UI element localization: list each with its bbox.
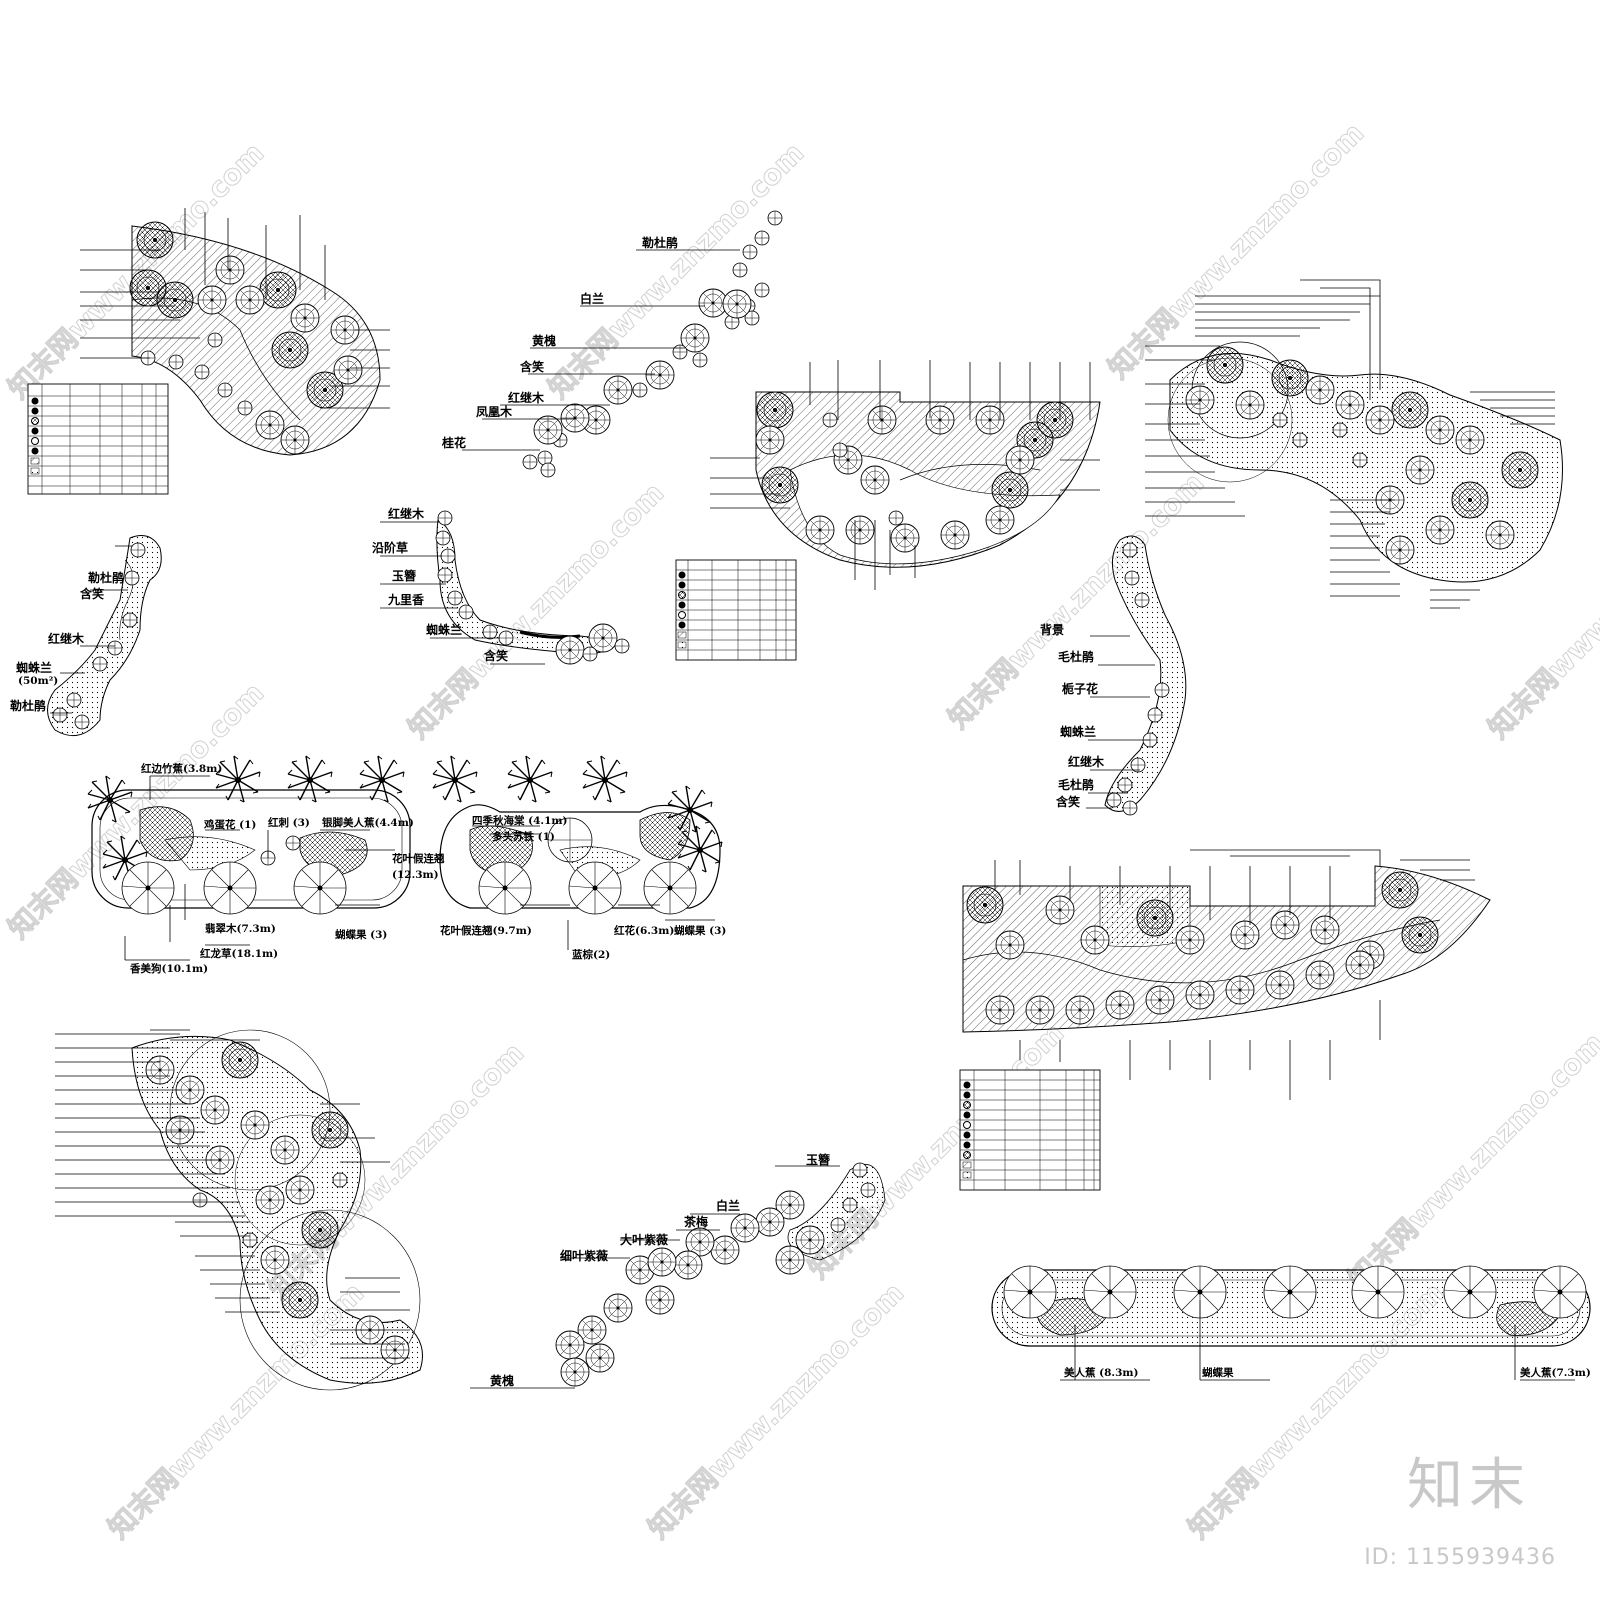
plan-h-palm-beds: 红边竹蕉(3.8m) 鸡蛋花 (1) 红刺 (3) 银脚美人蕉(4.4m) 花叶…	[87, 755, 726, 975]
plan-i-long-bed	[959, 849, 1491, 1191]
label-ledubeng: 勒杜鹃	[88, 570, 124, 585]
label-dayeziwei: 大叶紫薇	[620, 1232, 668, 1247]
label-honghua: 红花(6.3m)	[614, 924, 674, 937]
label-honglongcao: 红龙草(18.1m)	[200, 947, 278, 960]
label-xiyeziwei: 细叶紫薇	[560, 1248, 608, 1263]
watermark: 知末网www.znzmo.com	[1342, 1026, 1600, 1295]
label-area: (12.3m)	[392, 869, 439, 881]
label-hanxiao: 含笑	[520, 359, 544, 374]
label-hongbianzhujiao: 红边竹蕉(3.8m)	[141, 762, 222, 775]
label-ledubeng: 勒杜鹃	[642, 235, 678, 250]
label-yinjiaomeirenjiao: 银脚美人蕉(4.4m)	[322, 816, 414, 829]
watermark: 知末网www.znzmo.com	[542, 136, 811, 405]
label-huanghuai: 黄槐	[532, 333, 556, 348]
label-sijiqiuhaitang: 四季秋海棠 (4.1m)	[472, 814, 567, 827]
label-chamei: 茶梅	[683, 1214, 708, 1229]
label-hongci: 红刺 (3)	[268, 816, 310, 829]
plan-l-rounded-bed: 美人蕉 (8.3m) 蝴蝶果 美人蕉(7.3m)	[991, 1265, 1591, 1381]
label-hudieguo: 蝴蝶果 (3)	[335, 928, 387, 941]
plant-legend-table-a	[27, 383, 169, 495]
plan-a-curved-bed	[27, 208, 390, 495]
plan-e-curved-strip: 勒杜鹃 含笑 红继木 蜘蛛兰 (50m²) 勒杜鹃	[10, 535, 162, 737]
label-hanxiao: 含笑	[80, 586, 104, 601]
label-duotousutie: 多头苏铁 (1)	[492, 830, 555, 843]
label-jiulixiang: 九里香	[387, 592, 424, 607]
label-zhizhulan: 蜘蛛兰	[16, 660, 52, 675]
brand-logo: 知末	[1407, 1453, 1531, 1518]
plan-f-L-strip: 红继木 沿阶草 玉簪 九里香 蜘蛛兰 含笑	[371, 506, 630, 665]
label-yuzan: 玉簪	[392, 568, 416, 583]
watermark: 知末网www.znzmo.com	[642, 1276, 911, 1545]
plan-c-halfdisc-bed	[675, 360, 1101, 661]
plan-j-dense-bed	[55, 1029, 423, 1391]
label-huayejialianqiao: 花叶假连翘(9.7m)	[440, 924, 532, 937]
label-meirenjiao: 美人蕉(7.3m)	[1520, 1366, 1591, 1379]
label-zhizhulan: 蜘蛛兰	[426, 622, 462, 637]
label-meirenjiao: 美人蕉 (8.3m)	[1064, 1366, 1138, 1379]
image-id-label: ID: 1155939436	[1364, 1545, 1556, 1570]
label-jidanhua: 鸡蛋花 (1)	[203, 818, 256, 831]
label-beijing: 背景	[1040, 622, 1064, 637]
label-hongjimu: 红继木	[1068, 754, 1105, 769]
label-bailan: 白兰	[580, 291, 604, 306]
plan-g-S-strip: 背景 毛杜鹃 栀子花 蜘蛛兰 红继木 毛杜鹃 含笑	[1040, 535, 1187, 816]
label-guihua: 桂花	[441, 435, 466, 450]
label-maodujuan: 毛杜鹃	[1058, 649, 1094, 664]
plant-legend-table-i	[959, 1069, 1101, 1191]
label-lanzong: 蓝棕(2)	[572, 948, 610, 961]
label-huayejialianqiao: 花叶假连翘	[392, 852, 445, 865]
label-huanghuai: 黄槐	[490, 1373, 514, 1388]
plan-b-diagonal-hedge: 勒杜鹃 白兰 黄槐 含笑 红继木 凤凰木 桂花	[441, 210, 783, 478]
plant-legend-table-c	[675, 559, 797, 661]
label-hudieguo: 蝴蝶果 (3)	[674, 924, 726, 937]
label-ledubeng: 勒杜鹃	[10, 698, 46, 713]
label-hongjimu: 红继木	[388, 506, 425, 521]
label-yuzan: 玉簪	[806, 1152, 830, 1167]
plan-k-diagonal-hedge: 玉簪 白兰 茶梅 大叶紫薇 细叶紫薇 黄槐	[470, 1152, 886, 1389]
label-area: (50m²)	[18, 675, 58, 687]
label-xiangmeigou: 香美狗(10.1m)	[129, 962, 208, 975]
label-hongjimu: 红继木	[48, 631, 85, 646]
label-hudieguo: 蝴蝶果	[1202, 1366, 1234, 1379]
label-hongjimu: 红继木	[508, 390, 545, 405]
label-bailan: 白兰	[716, 1198, 740, 1213]
label-hanxiao: 含笑	[484, 648, 508, 663]
label-feicuimu: 翡翠木(7.3m)	[205, 922, 276, 935]
label-zhizhulan: 蜘蛛兰	[1060, 724, 1096, 739]
label-maodujuan: 毛杜鹃	[1058, 777, 1094, 792]
plan-d-complex-bed	[1145, 279, 1563, 609]
watermark: 知末网www.znzmo.com	[1102, 116, 1371, 385]
label-hanxiao: 含笑	[1056, 794, 1080, 809]
label-yanjiecao: 沿阶草	[371, 540, 408, 555]
label-zhizihua: 栀子花	[1062, 681, 1098, 696]
label-fenghuangmu: 凤凰木	[476, 404, 513, 419]
